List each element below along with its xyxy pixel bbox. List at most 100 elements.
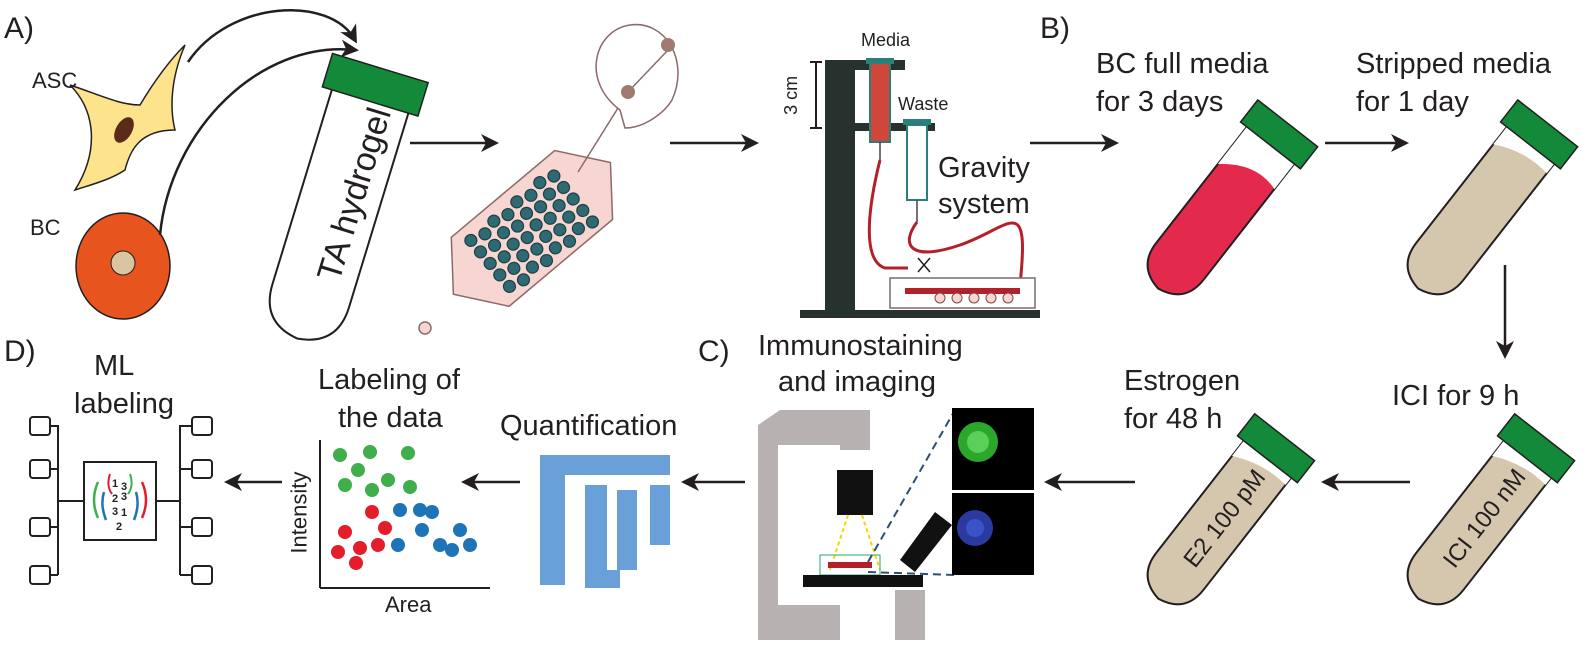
chip-well [510,195,524,209]
chip-well [543,211,557,225]
chip-well [533,175,547,190]
chip-well [516,249,530,263]
chip-well [530,242,544,256]
chip-well [524,188,538,202]
device-well [934,292,946,304]
chip-well [548,241,563,255]
chip-well [473,245,488,259]
media-label: Media [861,30,911,50]
chip-well [519,206,534,220]
scatter-point [378,521,392,535]
chip-well [487,238,502,252]
chip-well [510,219,525,233]
scatter-point [338,478,352,492]
imaging-label-line2: and imaging [778,366,936,398]
scatter-point [381,473,395,487]
svg-text:2: 2 [116,521,122,533]
e2-tube-icon [1146,412,1316,606]
microfluidic-chip-icon [418,23,679,335]
asc-to-tube-arrow [186,8,357,63]
chip-well [507,261,521,275]
ml-label-line1: ML [94,350,135,382]
chip-well [516,273,531,287]
asc-cell-icon [69,44,186,192]
stripped-media-tube-icon [1406,98,1579,296]
panel-label-a: A) [4,12,34,45]
ml-labeling-network-icon: 1 3 2 3 3 1 2 [29,416,213,585]
chip-well [520,230,534,245]
gravity-label-line2: system [938,188,1030,220]
scatter-point [365,483,379,497]
scatter-point [331,545,345,559]
device-well [1002,292,1014,304]
svg-text:3: 3 [121,481,127,493]
chip-well [552,198,566,213]
svg-text:1: 1 [121,507,127,519]
chip-well [562,210,576,224]
microscope-icon [758,408,1034,640]
scatter-point [365,505,379,519]
labeling-label-line2: the data [338,402,443,434]
full-media-tube-icon [1146,98,1319,296]
scatter-point [391,538,405,552]
chip-well [542,187,557,201]
bc-label: BC [30,215,61,240]
scatter-point [333,448,347,462]
chip-well [576,203,590,218]
scatter-point [413,503,427,517]
scatter-point [401,446,415,460]
scatter-point [425,505,439,519]
scatter-point [415,523,429,537]
estrogen-label-line1: Estrogen [1124,365,1241,397]
stripped-label-line2: for 1 day [1356,86,1469,118]
chip-well [478,227,492,241]
scatter-point [363,445,377,459]
scatter-point [351,463,365,477]
asc-label: ASC [32,68,78,93]
quantification-label: Quantification [500,410,678,442]
scatter-point [453,523,467,537]
chip-well [556,180,571,195]
panel-label-b: B) [1040,12,1070,45]
svg-text:1: 1 [112,478,118,490]
chip-well [553,223,567,237]
scatter-point [433,538,447,552]
scatter-point [353,541,367,555]
scatter-point [371,538,385,552]
panel-label-d: D) [4,335,36,368]
scatter-point [463,538,477,552]
stripped-label-line1: Stripped media [1356,48,1552,80]
chip-well [547,169,561,183]
bc-to-tube-arrow [158,39,359,236]
svg-text:2: 2 [112,493,118,505]
chip-well [585,215,600,229]
svg-text:3: 3 [121,491,127,503]
chip-well [483,256,497,271]
chip-well [566,192,580,206]
scatter-point [393,503,407,517]
chip-well [525,260,540,274]
device-well [951,292,963,304]
device-well [968,292,980,304]
chip-well [539,229,553,243]
chip-well [496,226,511,240]
chip-well [529,218,543,232]
ml-label-line2: labeling [74,388,174,420]
labeling-scatter-plot [319,440,490,589]
device-well [985,292,997,304]
fiji-logo-icon [540,455,670,588]
chip-well [493,268,507,282]
chip-well [571,221,585,236]
chip-well [539,253,554,268]
plot-x-label: Area [385,592,432,617]
chip-well [506,237,520,251]
full-media-label-line2: for 3 days [1096,86,1224,118]
chip-well [464,233,478,248]
chip-well [562,234,577,248]
labeling-label-line1: Labeling of [318,364,460,396]
imaging-label-line1: Immunostaining [758,330,963,362]
chip-well [533,200,548,214]
gravity-label-line1: Gravity [938,152,1030,184]
estrogen-label-line2: for 48 h [1124,403,1223,435]
plot-y-label: Intensity [286,471,312,554]
